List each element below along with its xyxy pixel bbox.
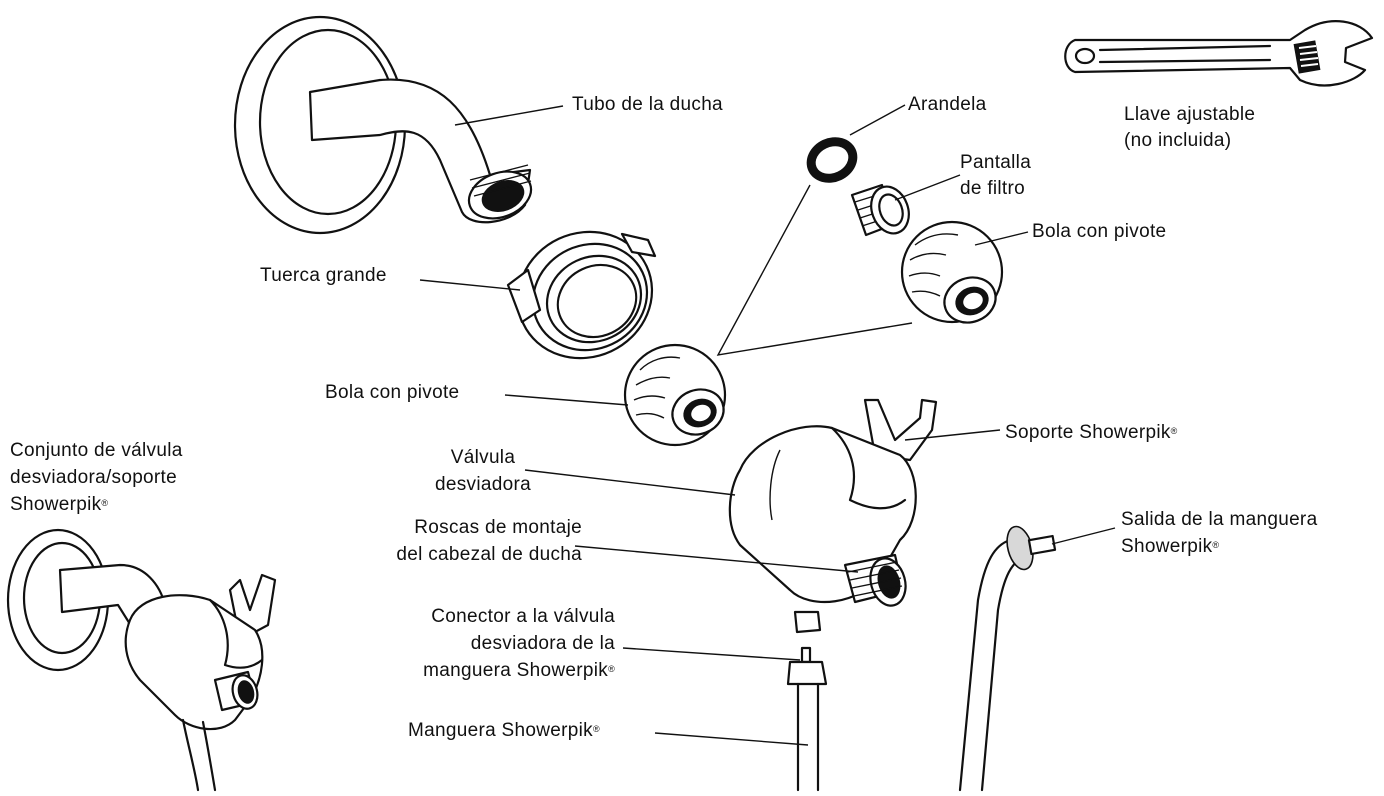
label-pivot-ball-center: Bola con pivote (325, 382, 460, 403)
label-large-nut: Tuerca grande (260, 265, 387, 286)
label-filter-screen-line1: Pantalla (960, 152, 1032, 173)
label-wrench-line1: Llave ajustable (1124, 104, 1256, 125)
hose-connector-drawing (786, 646, 828, 792)
label-threads-line2: del cabezal de ducha (396, 544, 582, 565)
label-threads-line1: Roscas de montaje (414, 517, 582, 538)
pivot-ball-right-drawing (900, 220, 1004, 324)
diverter-valve-drawing (728, 398, 938, 634)
label-washer: Arandela (908, 94, 987, 115)
large-nut-drawing (506, 230, 657, 360)
label-diverter-line2: desviadora (435, 474, 531, 495)
label-shower-arm: Tubo de la ducha (572, 94, 723, 115)
label-pivot-ball-right: Bola con pivote (1032, 221, 1167, 242)
label-filter-screen-line2: de filtro (960, 178, 1026, 199)
label-connector-line1: Conector a la válvula (431, 606, 615, 627)
label-hose-outlet-line1: Salida de la manguera (1121, 509, 1318, 530)
label-assembly-line1: Conjunto de válvula (10, 440, 183, 461)
hose-outlet-drawing (958, 525, 1057, 792)
leader-lines (419, 104, 1116, 746)
label-connector-line2: desviadora de la (470, 633, 615, 654)
pivot-ball-center-drawing (623, 343, 727, 447)
label-wrench-line2: (no incluida) (1124, 130, 1232, 151)
label-assembly-line3: Showerpik® (10, 494, 109, 515)
label-hose-outlet-line2: Showerpik® (1121, 536, 1220, 557)
label-assembly-line2: desviadora/soporte (10, 467, 178, 488)
washer-drawing (806, 137, 858, 183)
assembled-unit-drawing (6, 528, 277, 792)
shower-arm-drawing (233, 15, 533, 235)
filter-screen-drawing (850, 183, 910, 237)
label-holder: Soporte Showerpik® (1005, 422, 1178, 443)
wrench-drawing (1064, 20, 1374, 87)
label-connector-line3: manguera Showerpik® (423, 660, 615, 681)
label-diverter-line1: Válvula (450, 447, 516, 468)
label-hose: Manguera Showerpik® (408, 720, 600, 741)
